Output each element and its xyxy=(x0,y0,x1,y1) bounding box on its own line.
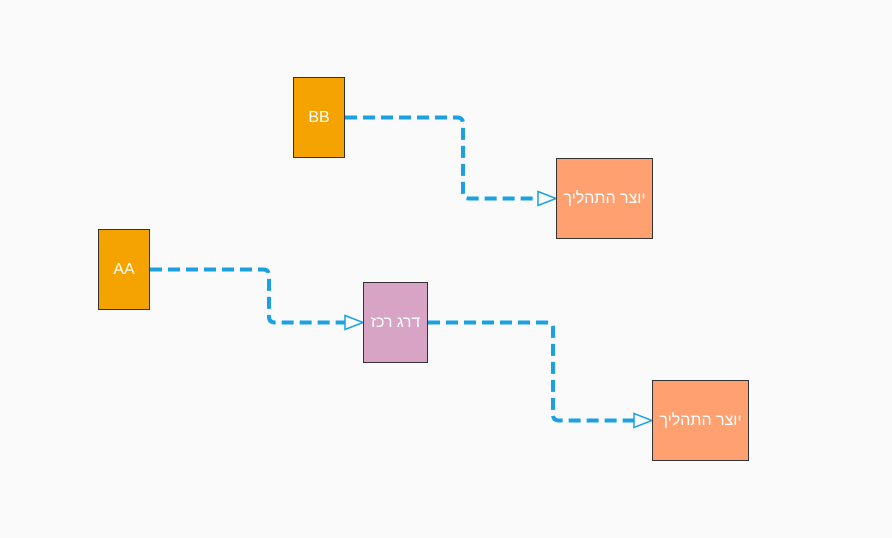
arrowhead-mid-to-out2 xyxy=(633,412,655,429)
node-process-creator-bottom-label: יוצר התהליך xyxy=(659,411,742,429)
node-aa[interactable]: AA xyxy=(98,229,150,310)
arrowhead-bb-to-out1 xyxy=(537,190,559,207)
node-aa-label: AA xyxy=(113,260,135,278)
arrowhead-aa-to-mid xyxy=(344,314,366,331)
node-coordinator-level[interactable]: דרג רכז xyxy=(363,282,428,363)
node-process-creator-top-label: יוצר התהליך xyxy=(563,189,646,207)
edge-aa-to-mid[interactable] xyxy=(150,267,345,325)
edge-mid-to-out2[interactable] xyxy=(428,320,634,423)
node-bb-label: BB xyxy=(308,108,330,126)
node-process-creator-top[interactable]: יוצר התהליך xyxy=(556,158,653,239)
edge-bb-to-out1[interactable] xyxy=(345,115,538,201)
node-coordinator-level-label: דרג רכז xyxy=(370,313,421,331)
node-process-creator-bottom[interactable]: יוצר התהליך xyxy=(652,380,749,461)
node-bb[interactable]: BB xyxy=(293,77,345,158)
